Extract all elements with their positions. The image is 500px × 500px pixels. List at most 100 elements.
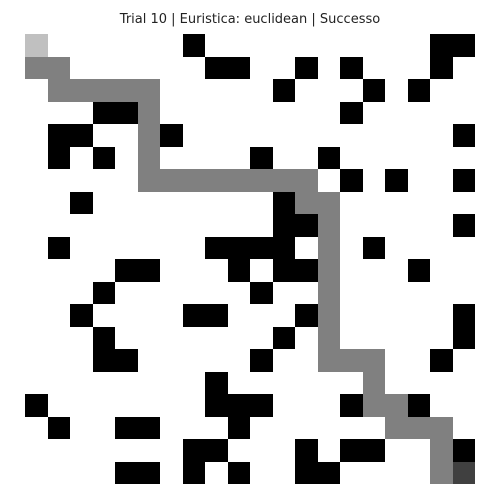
grid-cell-free [70,349,93,372]
grid-cell-free [407,439,430,462]
grid-cell-free [137,371,160,394]
grid-cell-wall [452,214,475,237]
grid-cell-free [272,371,295,394]
grid-cell-free [407,191,430,214]
grid-cell-start [25,34,48,57]
grid-cell-wall [182,304,205,327]
grid-cell-free [407,461,430,484]
grid-cell-path [137,101,160,124]
grid-cell-free [137,439,160,462]
grid-cell-free [317,34,340,57]
grid-cell-free [250,371,273,394]
grid-cell-wall [250,236,273,259]
grid-cell-free [92,124,115,147]
grid-cell-wall [362,79,385,102]
grid-cell-free [92,191,115,214]
grid-cell-path [407,416,430,439]
grid-cell-free [250,326,273,349]
grid-cell-free [272,304,295,327]
grid-cell-free [272,124,295,147]
grid-cell-free [182,146,205,169]
grid-cell-free [272,416,295,439]
grid-cell-free [317,124,340,147]
grid-cell-free [340,236,363,259]
grid-cell-wall [250,281,273,304]
grid-cell-free [47,281,70,304]
grid-cell-free [452,259,475,282]
grid-cell-free [340,326,363,349]
grid-cell-free [205,191,228,214]
grid-cell-free [317,56,340,79]
grid-cell-free [115,34,138,57]
grid-cell-free [295,326,318,349]
grid-cell-wall [205,304,228,327]
grid-cell-path [362,394,385,417]
grid-cell-free [295,416,318,439]
grid-cell-wall [137,416,160,439]
grid-cell-wall [205,236,228,259]
grid-cell-free [47,34,70,57]
grid-cell-wall [70,191,93,214]
grid-cell-free [137,394,160,417]
grid-cell-path [92,79,115,102]
grid-cell-wall [47,416,70,439]
grid-cell-free [385,304,408,327]
grid-cell-free [340,416,363,439]
grid-cell-free [47,191,70,214]
grid-cell-free [407,304,430,327]
grid-cell-free [362,169,385,192]
grid-cell-free [272,439,295,462]
grid-cell-free [340,461,363,484]
grid-cell-wall [227,394,250,417]
grid-cell-free [385,56,408,79]
grid-cell-path [137,146,160,169]
grid-cell-free [272,34,295,57]
grid-cell-free [137,236,160,259]
grid-cell-free [452,281,475,304]
grid-cell-wall [92,281,115,304]
grid-cell-wall [452,326,475,349]
grid-cell-path [295,169,318,192]
grid-cell-free [205,34,228,57]
grid-cell-free [340,371,363,394]
grid-cell-wall [430,56,453,79]
grid-cell-wall [295,461,318,484]
grid-cell-free [250,56,273,79]
grid-cell-wall [272,191,295,214]
grid-cell-free [385,101,408,124]
grid-cell-free [92,169,115,192]
grid-cell-free [250,416,273,439]
grid-cell-free [25,259,48,282]
grid-cell-free [272,461,295,484]
grid-cell-wall [92,101,115,124]
grid-cell-free [115,146,138,169]
grid-cell-path [317,191,340,214]
grid-cell-free [70,461,93,484]
grid-cell-free [430,214,453,237]
grid-cell-free [430,124,453,147]
grid-cell-free [250,461,273,484]
grid-cell-free [70,236,93,259]
grid-cell-free [407,371,430,394]
grid-cell-wall [452,34,475,57]
grid-cell-free [70,371,93,394]
grid-cell-path [317,326,340,349]
grid-cell-path [362,349,385,372]
grid-cell-free [340,259,363,282]
grid-cell-wall [340,439,363,462]
grid-cell-wall [47,146,70,169]
grid-cell-free [430,169,453,192]
grid-cell-free [182,326,205,349]
grid-cell-free [407,34,430,57]
grid-cell-free [452,146,475,169]
grid-cell-wall [115,461,138,484]
grid-cell-free [295,394,318,417]
grid-cell-path [227,169,250,192]
grid-cell-free [115,56,138,79]
grid-cell-free [92,371,115,394]
grid-cell-free [227,439,250,462]
grid-cell-free [25,214,48,237]
grid-cell-free [430,304,453,327]
grid-cell-free [452,349,475,372]
grid-cell-free [227,349,250,372]
